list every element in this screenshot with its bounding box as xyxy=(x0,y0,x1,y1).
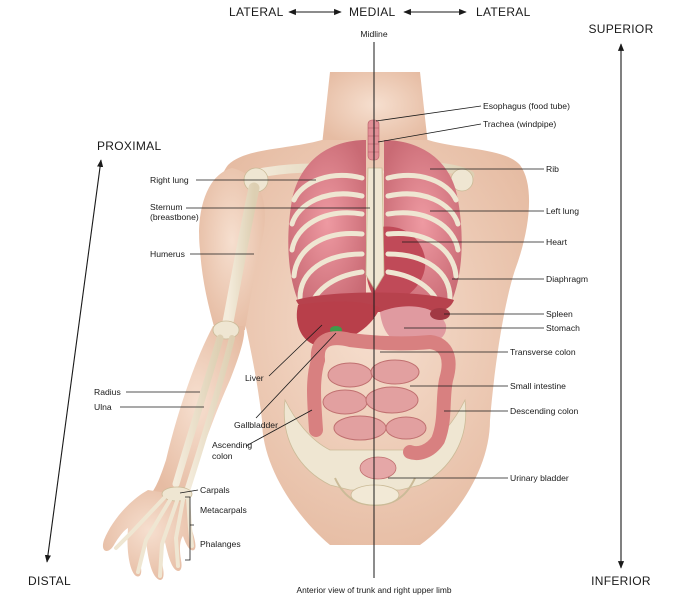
label-phalanges: Phalanges xyxy=(200,539,241,549)
label-right-lung: Right lung xyxy=(150,175,189,185)
label-radius: Radius xyxy=(94,387,121,397)
hand-bracket xyxy=(185,496,194,561)
label-heart: Heart xyxy=(546,237,568,247)
medial-label: MEDIAL xyxy=(349,5,396,19)
lateral-right-label: LATERAL xyxy=(476,5,531,19)
lateral-left-label: LATERAL xyxy=(229,5,284,19)
label-esophagus: Esophagus (food tube) xyxy=(483,101,570,111)
label-ascending-colon-sub: colon xyxy=(212,451,233,461)
right-labels: Esophagus (food tube) Trachea (windpipe)… xyxy=(375,101,588,483)
direction-arrows xyxy=(44,8,625,569)
label-sternum: Sternum xyxy=(150,202,182,212)
label-metacarpals: Metacarpals xyxy=(200,505,247,515)
label-transverse-colon: Transverse colon xyxy=(510,347,576,357)
label-carpals: Carpals xyxy=(200,485,230,495)
label-liver: Liver xyxy=(245,373,264,383)
midline-label: Midline xyxy=(360,29,387,39)
label-gallbladder: Gallbladder xyxy=(234,420,278,430)
figure-caption: Anterior view of trunk and right upper l… xyxy=(296,585,451,595)
label-humerus: Humerus xyxy=(150,249,185,259)
pelvis xyxy=(283,398,467,507)
label-small-intestine: Small intestine xyxy=(510,381,566,391)
label-rib: Rib xyxy=(546,164,559,174)
label-descending-colon: Descending colon xyxy=(510,406,579,416)
label-ascending-colon: Ascending xyxy=(212,440,252,450)
proximal-distal-arrow xyxy=(44,159,104,563)
inferior-label: INFERIOR xyxy=(591,574,651,588)
label-spleen: Spleen xyxy=(546,309,573,319)
label-ulna: Ulna xyxy=(94,402,112,412)
label-urinary-bladder: Urinary bladder xyxy=(510,473,569,483)
thorax xyxy=(288,119,462,315)
left-labels: Right lung Sternum (breastbone) Humerus … xyxy=(94,175,370,561)
label-trachea: Trachea (windpipe) xyxy=(483,119,556,129)
superior-label: SUPERIOR xyxy=(588,22,653,36)
label-stomach: Stomach xyxy=(546,323,580,333)
proximal-label: PROXIMAL xyxy=(97,139,161,153)
label-sternum-sub: (breastbone) xyxy=(150,212,199,222)
label-left-lung: Left lung xyxy=(546,206,579,216)
distal-label: DISTAL xyxy=(28,574,71,588)
label-diaphragm: Diaphragm xyxy=(546,274,588,284)
